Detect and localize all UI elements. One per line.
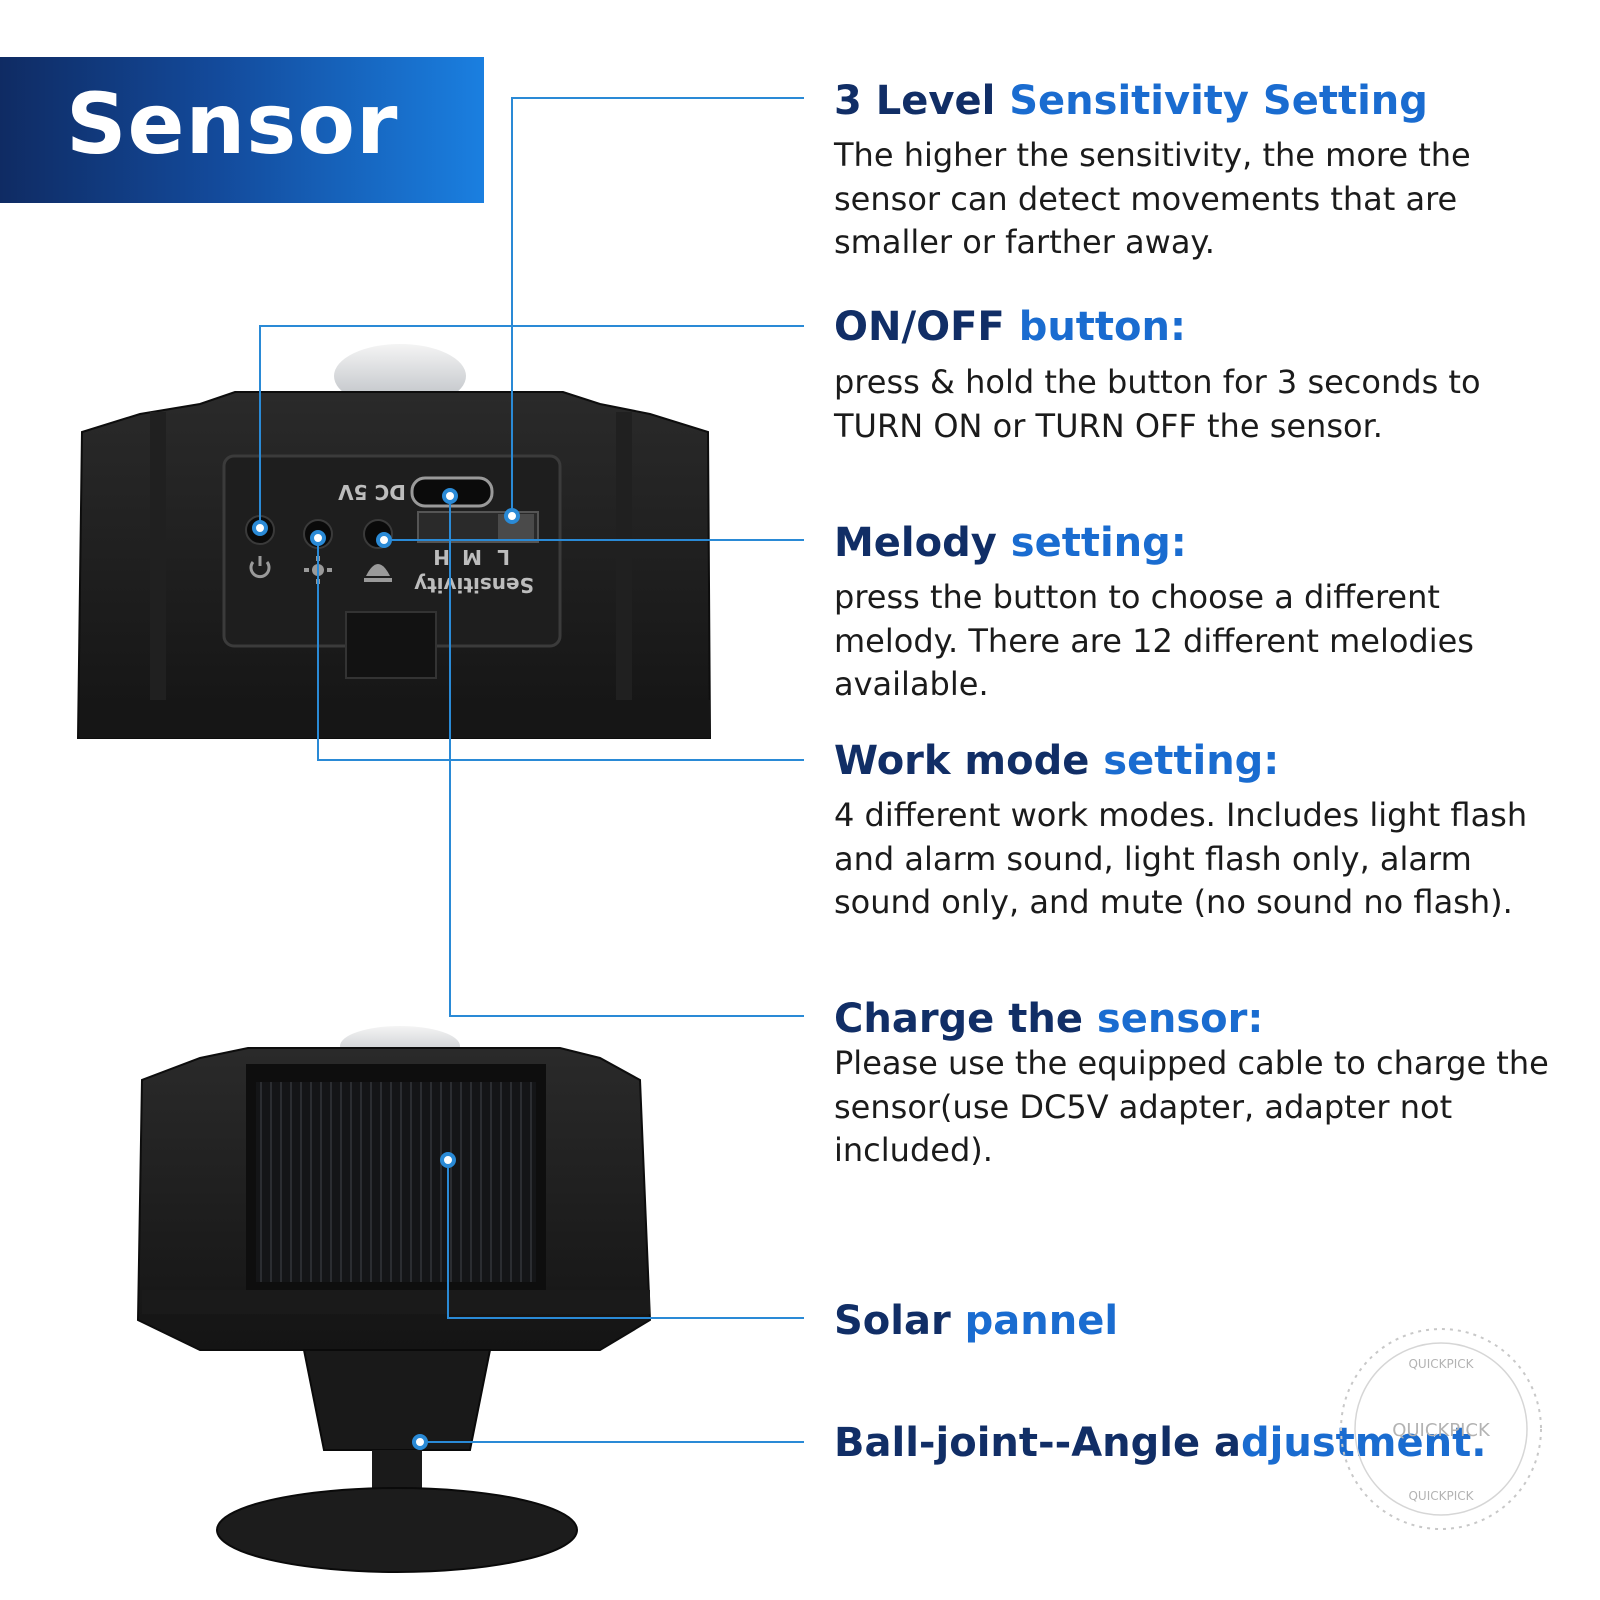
feature-text-charge: Please use the equipped cable to charge … (834, 1044, 1549, 1170)
title-banner (0, 57, 484, 203)
callout-sensitivity (511, 97, 804, 516)
callout-dots (252, 488, 520, 1450)
level-label: L (497, 545, 510, 569)
feature-text-melody: press the button to choose a different m… (834, 578, 1474, 704)
feature-heading-melody: Melody setting: (834, 520, 1187, 566)
callout-work-mode (317, 538, 804, 761)
sensitivity-levels: L M H (433, 545, 510, 569)
svg-text:QUICKPICK: QUICKPICK (1408, 1357, 1474, 1371)
page-title: Sensor (66, 75, 399, 173)
watermark-seal: QUICKPICK QUICKPICK QUICKPICK (1340, 1328, 1542, 1530)
feature-heading-sensitivity: 3 Level Sensitivity Setting (834, 78, 1428, 124)
sensor-solar-view (136, 1026, 652, 1573)
mount-base (216, 1487, 578, 1573)
svg-text:QUICKPICK: QUICKPICK (1408, 1489, 1474, 1503)
feature-heading-work-mode: Work mode setting: (834, 738, 1280, 784)
power-icon (249, 556, 271, 579)
ball-joint[interactable] (302, 1349, 492, 1451)
callout-charge (449, 496, 804, 1017)
callout-lines (259, 97, 804, 1443)
level-label: M (462, 545, 482, 569)
solar-panel (256, 1082, 536, 1282)
feature-text-on-off: press & hold the button for 3 seconds to… (834, 363, 1481, 445)
bell-icon (364, 564, 392, 582)
feature-heading-charge: Charge the sensor: (834, 996, 1264, 1042)
mount-bracket (345, 611, 437, 679)
sensor-rear-view: DC 5V L M H Sensitivity (76, 344, 712, 739)
feature-text-work-mode: 4 different work modes. Includes light f… (834, 796, 1528, 922)
feature-heading-solar: Solar pannel (834, 1298, 1119, 1344)
port-label: DC 5V (338, 480, 406, 504)
svg-text:QUICKPICK: QUICKPICK (1392, 1420, 1491, 1441)
feature-heading-on-off: ON/OFF button: (834, 304, 1186, 350)
level-label: H (433, 545, 450, 569)
feature-heading-ball-joint: Ball-joint--Angle adjustment. (834, 1420, 1487, 1466)
callout-solar (447, 1160, 804, 1319)
sensitivity-label: Sensitivity (414, 573, 534, 597)
feature-text-sensitivity: The higher the sensitivity, the more the… (834, 136, 1471, 262)
callout-on-off (259, 325, 804, 528)
